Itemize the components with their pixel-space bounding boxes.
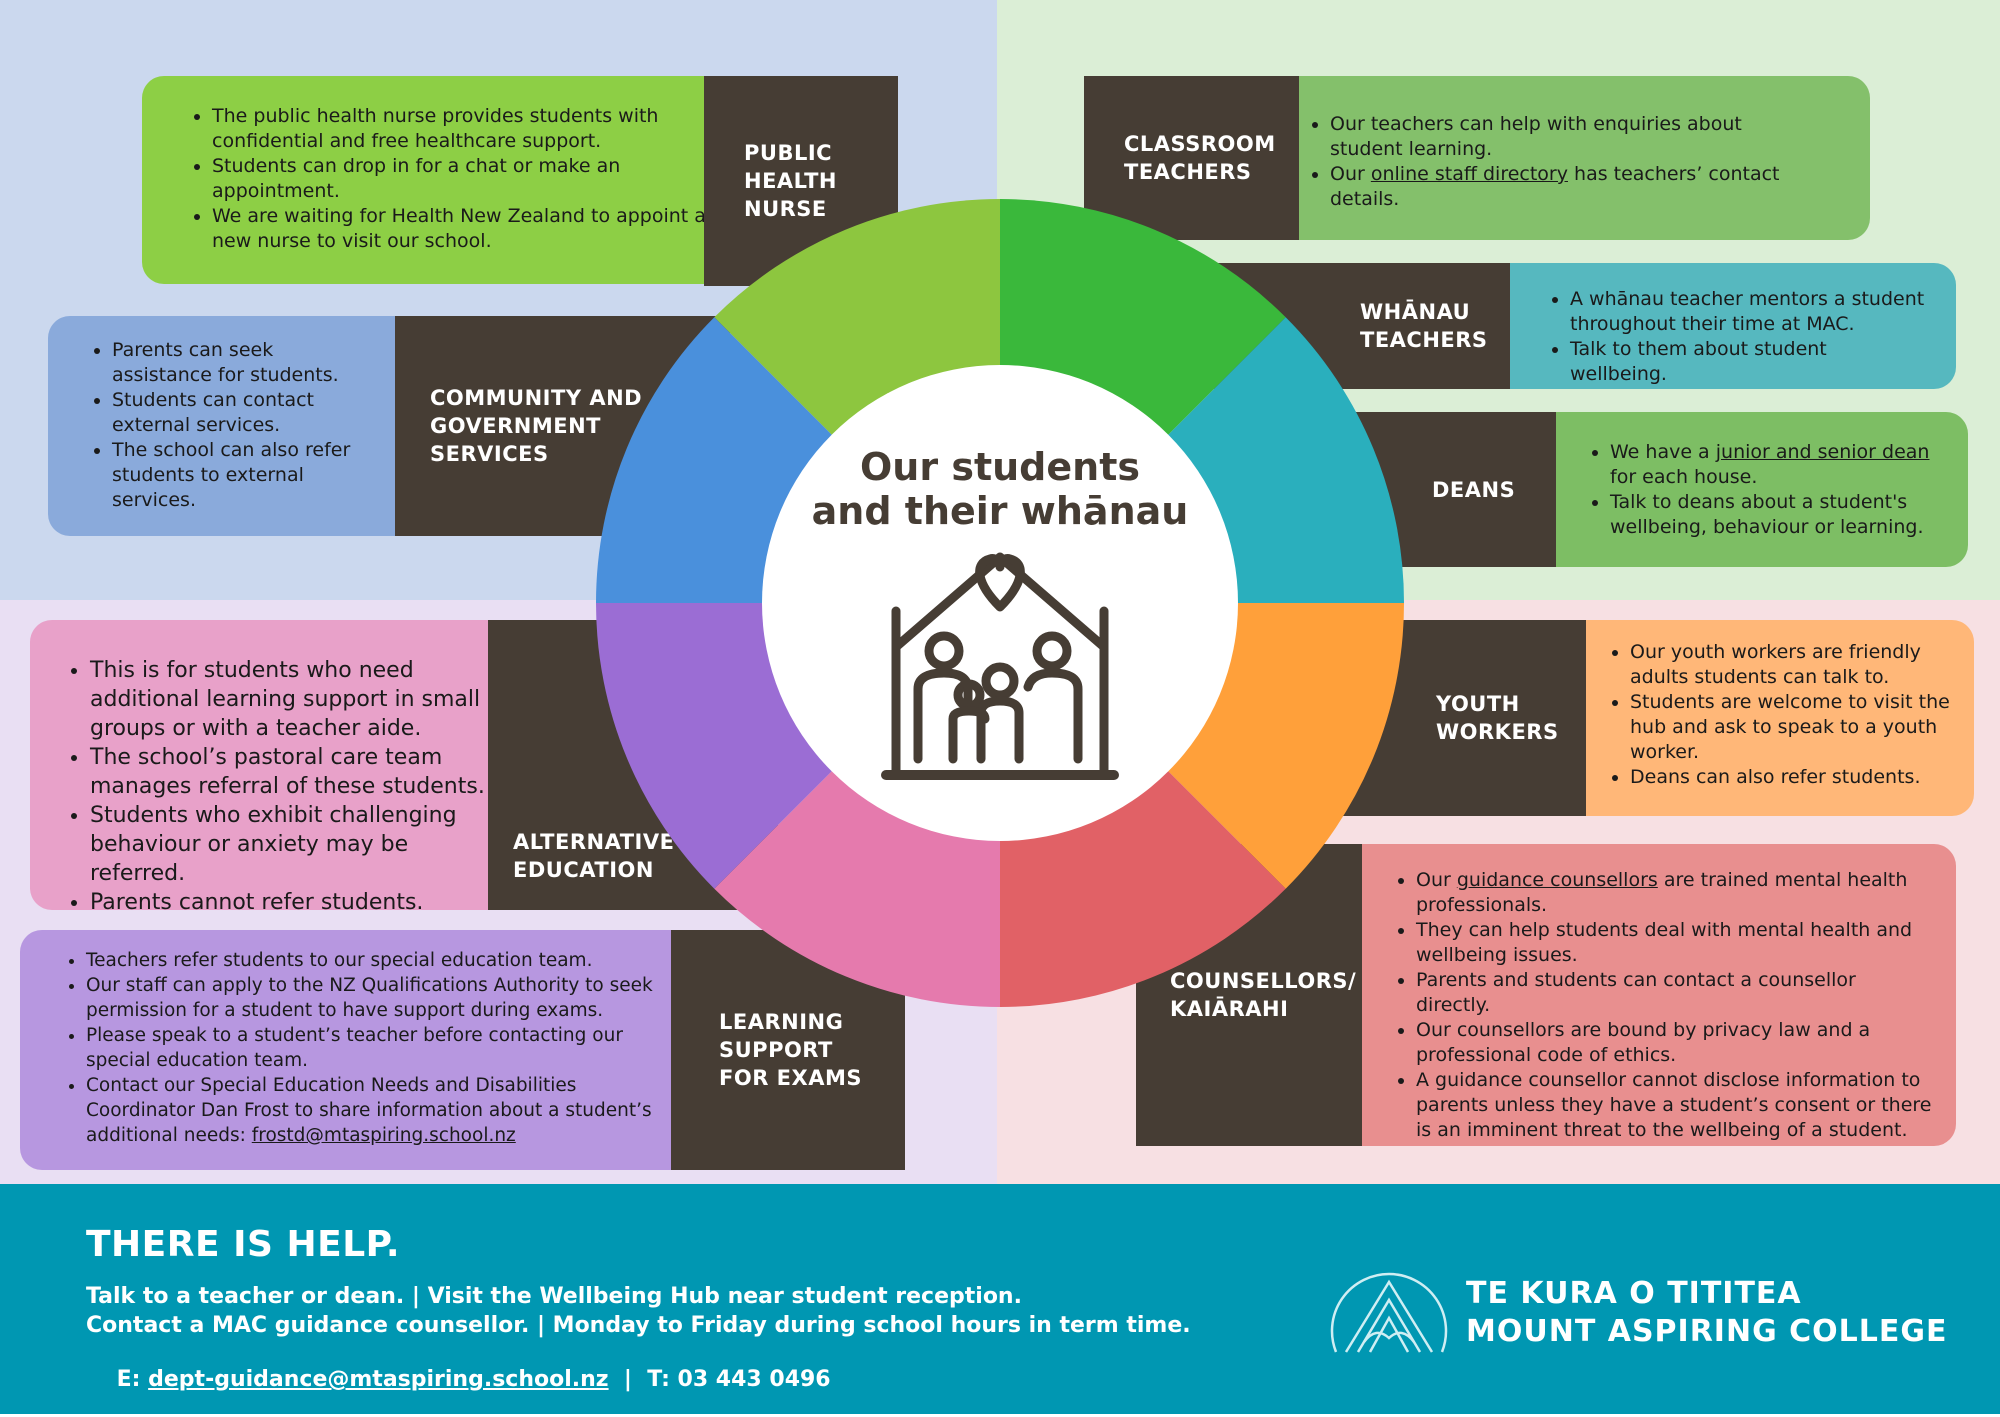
list-item: We have a junior and senior dean for eac… (1610, 440, 1938, 490)
text: Our (1416, 869, 1457, 891)
footer-line1: Talk to a teacher or dean. | Visit the W… (86, 1284, 1022, 1309)
list-item: They can help students deal with mental … (1416, 918, 1932, 968)
list-item: Students who exhibit challenging behavio… (90, 801, 510, 888)
center-title-line1: Our students (860, 445, 1140, 489)
list-item: The school’s pastoral care team manages … (90, 743, 510, 801)
list-item: Our counsellors are bound by privacy law… (1416, 1018, 1932, 1068)
text: are trained mental health professionals. (1416, 869, 1908, 916)
footer-heading: THERE IS HELP. (86, 1224, 401, 1265)
classroom-teachers-list: Our teachers can help with enquiries abo… (1290, 112, 1790, 212)
whanau-teachers-list: A whānau teacher mentors a student throu… (1500, 287, 1926, 387)
junior-senior-dean-link[interactable]: junior and senior dean (1715, 441, 1930, 463)
online-staff-directory-link[interactable]: online staff directory (1370, 163, 1568, 185)
community-list: Parents can seek assistance for students… (72, 338, 362, 513)
deans-card: We have a junior and senior dean for eac… (1500, 412, 1968, 567)
list-item: Parents and students can contact a couns… (1416, 968, 1932, 1018)
list-item: A whānau teacher mentors a student throu… (1570, 287, 1926, 337)
learning-support-card: Teachers refer students to our special e… (20, 930, 720, 1170)
list-item: Our online staff directory has teachers’… (1330, 162, 1790, 212)
list-item: Talk to deans about a student's wellbein… (1610, 490, 1938, 540)
guidance-counsellors-link[interactable]: guidance counsellors (1456, 869, 1658, 891)
text: has teachers’ contact details. (1330, 163, 1780, 210)
text: | T: 03 443 0496 (608, 1367, 831, 1392)
list-item: Parents cannot refer students. (90, 888, 510, 917)
list-item: We are waiting for Health New Zealand to… (212, 204, 722, 254)
list-item: Talk to them about student wellbeing. (1570, 337, 1926, 387)
list-item: Students can contact external services. (112, 388, 362, 438)
text: for each house. (1610, 466, 1758, 488)
classroom-teachers-label: CLASSROOM TEACHERS (1084, 76, 1299, 240)
text: We have a (1610, 441, 1716, 463)
list-item: Students can drop in for a chat or make … (212, 154, 722, 204)
list-item: Our teachers can help with enquiries abo… (1330, 112, 1790, 162)
center-title-line2: and their whānau (811, 489, 1189, 533)
text: Our (1330, 163, 1371, 185)
list-item: Students are welcome to visit the hub an… (1630, 690, 1954, 765)
youth-workers-list: Our youth workers are friendly adults st… (1570, 640, 1954, 790)
list-item: The public health nurse provides student… (212, 104, 722, 154)
list-item: Deans can also refer students. (1630, 765, 1954, 790)
public-health-nurse-list: The public health nurse provides student… (172, 104, 722, 254)
list-item: Teachers refer students to our special e… (86, 948, 676, 973)
list-item: Our staff can apply to the NZ Qualificat… (86, 973, 676, 1023)
youth-workers-card: Our youth workers are friendly adults st… (1550, 620, 1974, 816)
list-item: The school can also refer students to ex… (112, 438, 362, 513)
mountain-logo-icon (1330, 1272, 1448, 1353)
text: E: (116, 1367, 149, 1392)
center-title: Our students and their whānau (780, 445, 1220, 533)
list-item: Please speak to a student’s teacher befo… (86, 1023, 676, 1073)
footer-line2: Contact a MAC guidance counsellor. | Mon… (86, 1313, 1191, 1338)
footer-line3: E: dept-guidance@mtaspiring.school.nz | … (86, 1342, 831, 1417)
alternative-education-card: This is for students who need additional… (30, 620, 560, 915)
list-item: This is for students who need additional… (90, 656, 510, 743)
services-wheel (596, 199, 1404, 1007)
classroom-teachers-card: Our teachers can help with enquiries abo… (1250, 76, 1870, 240)
guidance-email-link[interactable]: dept-guidance@mtaspiring.school.nz (148, 1367, 609, 1392)
list-item: A guidance counsellor cannot disclose in… (1416, 1068, 1932, 1143)
public-health-nurse-label: PUBLIC HEALTH NURSE (704, 76, 898, 286)
learning-support-list: Teachers refer students to our special e… (46, 948, 676, 1148)
school-name-english: MOUNT ASPIRING COLLEGE (1466, 1314, 1948, 1349)
list-item: Our guidance counsellors are trained men… (1416, 868, 1932, 918)
list-item: Contact our Special Education Needs and … (86, 1073, 676, 1148)
list-item: Parents can seek assistance for students… (112, 338, 362, 388)
counsellors-card: Our guidance counsellors are trained men… (1300, 844, 1956, 1146)
counsellors-list: Our guidance counsellors are trained men… (1324, 868, 1932, 1143)
deans-list: We have a junior and senior dean for eac… (1530, 440, 1938, 540)
whanau-teachers-card: A whānau teacher mentors a student throu… (1470, 263, 1956, 389)
list-item: Our youth workers are friendly adults st… (1630, 640, 1954, 690)
school-name-maori: TE KURA O TITITEA (1466, 1276, 1802, 1311)
footer: THERE IS HELP. Talk to a teacher or dean… (0, 1184, 2000, 1414)
public-health-nurse-card: The public health nurse provides student… (142, 76, 742, 284)
family-house-heart-icon (881, 552, 1119, 780)
alternative-education-list: This is for students who need additional… (50, 656, 510, 917)
frostd-email-link[interactable]: frostd@mtaspiring.school.nz (251, 1125, 516, 1146)
text: Contact our Special Education Needs and … (86, 1075, 652, 1146)
